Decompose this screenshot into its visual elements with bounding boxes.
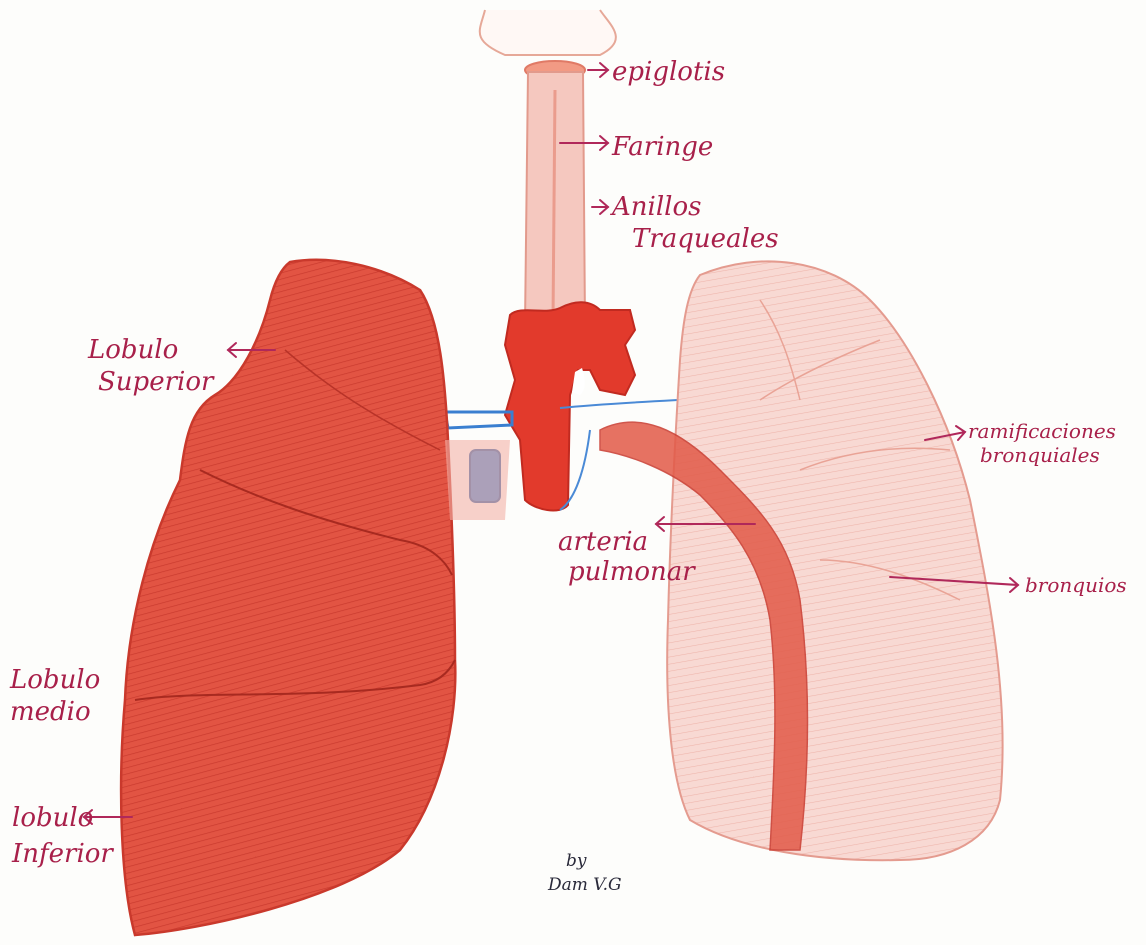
- label-lobulo-medio-line2: medio: [10, 697, 91, 727]
- label-lobulo-superior-line2: Superior: [98, 367, 215, 397]
- label-lobulo-medio-line1: Lobulo: [9, 665, 100, 695]
- hilum-right: [445, 440, 510, 520]
- arrow-anillos: [592, 200, 608, 214]
- signature-line1: by: [566, 851, 587, 871]
- signature-line2: Dam V.G: [547, 875, 622, 895]
- label-lobulo-inferior-line1: lobulo: [12, 803, 93, 833]
- label-ramificaciones-line2: bronquiales: [980, 443, 1100, 467]
- label-anillos-line2: Traqueales: [632, 224, 779, 254]
- label-lobulo-inferior-line2: Inferior: [11, 839, 114, 869]
- tracheal-rings-line: [553, 90, 555, 320]
- label-lobulo-superior-line1: Lobulo: [87, 335, 178, 365]
- label-ramificaciones-line1: ramificaciones: [968, 419, 1116, 443]
- label-bronquios: bronquios: [1025, 573, 1127, 597]
- blue-vessel-left: [445, 412, 512, 428]
- label-arteria-line1: arteria: [558, 527, 648, 557]
- label-arteria-line2: pulmonar: [568, 557, 696, 587]
- larynx-outline: [480, 10, 616, 55]
- arrow-epiglotis: [588, 63, 608, 77]
- label-faringe: Faringe: [611, 132, 713, 162]
- label-epiglotis: epiglotis: [612, 57, 725, 87]
- label-anillos-line1: Anillos: [610, 192, 701, 222]
